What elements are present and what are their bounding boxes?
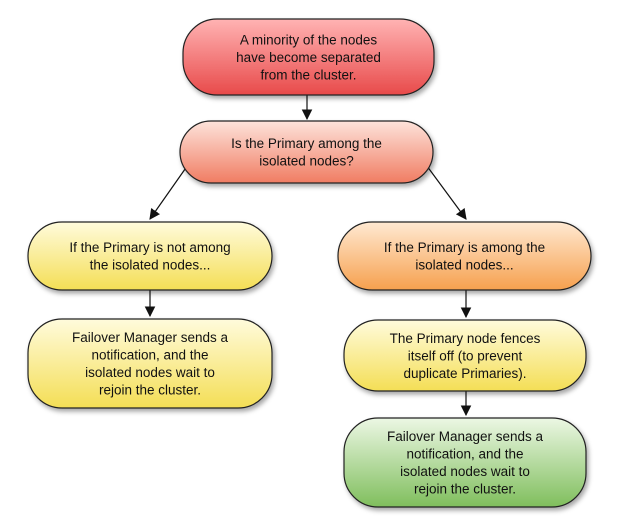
node-text-line: notification, and the [406,447,523,462]
node-text-line: isolated nodes... [415,258,513,273]
node-text-line: If the Primary is not among [69,240,230,255]
edge-question-to-not-among [149,161,191,220]
node-not-among: If the Primary is not among the isolated … [27,221,273,291]
node-among: If the Primary is among the isolated node… [337,221,592,291]
node-shape [337,221,592,291]
node-text-line: notification, and the [91,348,208,363]
node-shape [182,18,435,96]
node-start: A minority of the nodes have become separ… [182,18,435,96]
node-text-line: A minority of the nodes [240,32,378,47]
node-text-line: the isolated nodes... [90,258,211,273]
node-text-line: itself off (to prevent [408,348,523,363]
node-fence: The Primary node fences itself off (to pr… [343,319,587,392]
node-text-line: The Primary node fences [390,331,541,346]
node-text-line: have become separated [236,50,381,65]
node-shape [27,318,273,409]
node-shape [27,221,273,291]
node-question: Is the Primary among the isolated nodes? [179,120,434,184]
node-text-line: Failover Manager sends a [387,429,544,444]
node-text-line: rejoin the cluster. [414,482,516,497]
node-text-line: isolated nodes? [259,154,354,169]
edge-question-to-among [423,161,467,220]
node-text-line: duplicate Primaries). [403,366,526,381]
node-text-line: isolated nodes wait to [85,365,215,380]
node-text-line: Is the Primary among the [231,136,382,151]
node-shape [343,319,587,392]
node-shape [179,120,434,184]
node-text-line: If the Primary is among the [384,240,545,255]
node-notify-right: Failover Manager sends a notification, an… [343,417,587,508]
node-text-line: isolated nodes wait to [400,464,530,479]
node-text-line: from the cluster. [260,67,356,82]
node-text-line: Failover Manager sends a [72,330,229,345]
node-text-line: rejoin the cluster. [99,383,201,398]
node-shape [343,417,587,508]
node-notify-left: Failover Manager sends a notification, an… [27,318,273,409]
